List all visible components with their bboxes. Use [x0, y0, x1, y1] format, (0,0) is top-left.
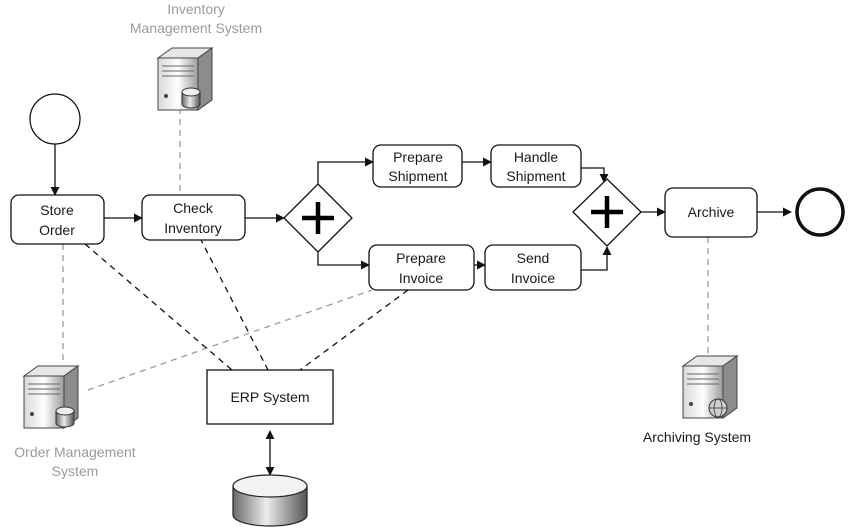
- start-event[interactable]: [29, 93, 81, 145]
- join-gateway[interactable]: [572, 178, 642, 247]
- task-label-line2: Shipment: [506, 168, 565, 184]
- task-handle-shipment[interactable]: Handle Shipment: [490, 144, 582, 188]
- task-label-line1: Check: [173, 200, 214, 216]
- split-gateway[interactable]: [283, 183, 353, 253]
- flow-split-prepare-shipment[interactable]: [317, 157, 374, 184]
- task-prepare-shipment[interactable]: Prepare Shipment: [372, 144, 463, 188]
- plus-icon: [591, 196, 623, 228]
- task-label-line1: Store: [40, 202, 74, 218]
- flow-split-prepare-invoice[interactable]: [317, 252, 370, 270]
- task-check-inventory[interactable]: Check Inventory: [141, 194, 246, 241]
- task-prepare-invoice[interactable]: Prepare Invoice: [368, 244, 475, 291]
- task-label-line2: Invoice: [399, 270, 444, 286]
- sequence-flows: [50, 144, 792, 476]
- assoc-store-erp: [84, 243, 233, 371]
- archiving-system: Archiving System: [643, 355, 751, 445]
- inventory-system-label-line1: Inventory: [167, 1, 225, 17]
- end-event[interactable]: [795, 187, 845, 237]
- inventory-system-label-line2: Management System: [130, 20, 262, 36]
- database-icon: [232, 474, 308, 527]
- task-label-line2: Order: [39, 222, 75, 238]
- server-database-icon: [156, 47, 214, 111]
- flow-handle-join[interactable]: [581, 167, 609, 183]
- task-label-line2: Invoice: [511, 270, 556, 286]
- assoc-invoice-erp: [299, 289, 409, 371]
- task-store-order[interactable]: Store Order: [10, 194, 105, 245]
- task-label-line1: Handle: [514, 149, 559, 165]
- plus-icon: [302, 202, 334, 234]
- server-database-icon: [22, 365, 80, 429]
- task-label-line2: Shipment: [388, 168, 447, 184]
- task-label: Archive: [688, 204, 735, 220]
- assoc-check-erp: [199, 237, 269, 371]
- erp-system-label: ERP System: [230, 389, 309, 405]
- order-management-label-line1: Order Management: [14, 444, 136, 460]
- inventory-system: Inventory Management System: [130, 1, 262, 111]
- erp-associations: [84, 237, 409, 371]
- order-management-label-line2: System: [52, 463, 99, 479]
- task-archive[interactable]: Archive: [664, 187, 758, 238]
- task-label-line1: Send: [517, 250, 550, 266]
- order-management-system: Order Management System: [14, 365, 136, 479]
- task-label-line1: Prepare: [393, 149, 443, 165]
- associations: [62, 108, 709, 391]
- server-globe-icon: [681, 355, 739, 419]
- task-label-line2: Inventory: [164, 220, 222, 236]
- task-send-invoice[interactable]: Send Invoice: [484, 244, 582, 291]
- task-label-line1: Prepare: [396, 250, 446, 266]
- archiving-system-label: Archiving System: [643, 429, 751, 445]
- erp-system[interactable]: ERP System: [206, 369, 334, 425]
- flow-send-join[interactable]: [581, 246, 612, 271]
